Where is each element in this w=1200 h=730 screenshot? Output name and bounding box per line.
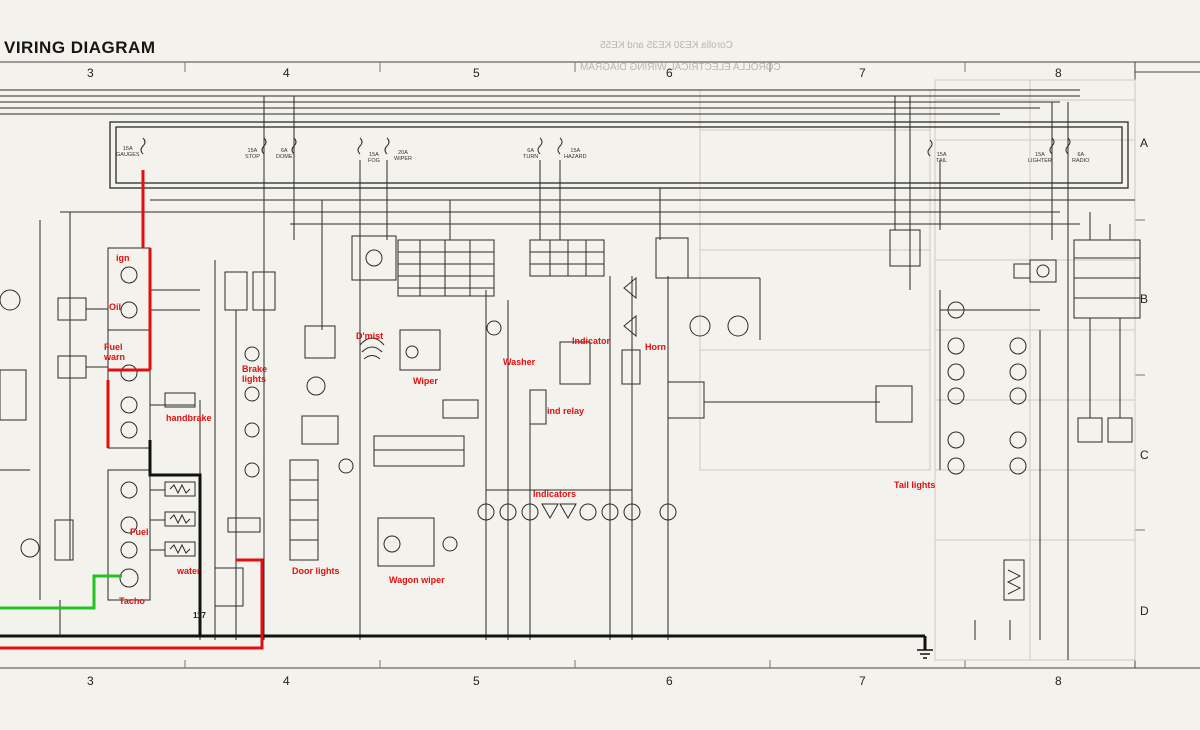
bleedthrough-text-2: COROLLA ELECTRICAL WIRING DIAGRAM xyxy=(580,62,781,73)
column-marker-bottom-8: 8 xyxy=(1055,674,1062,688)
column-marker-top-7: 7 xyxy=(859,66,866,80)
label-wagon-wiper: Wagon wiper xyxy=(389,575,445,585)
label-water: water xyxy=(177,566,201,576)
fuse-amp: 6A xyxy=(1077,152,1085,158)
fuse-amp: 15A xyxy=(247,148,258,154)
column-marker-top-5: 5 xyxy=(473,66,480,80)
component-number-117: 117 xyxy=(193,611,206,620)
label-ign: ign xyxy=(116,253,130,263)
row-marker-d: D xyxy=(1140,604,1149,618)
fuse-amp: 15A xyxy=(1035,152,1045,158)
label-handbrake: handbrake xyxy=(166,413,212,423)
row-marker-a: A xyxy=(1140,136,1149,150)
column-marker-bottom-4: 4 xyxy=(283,674,290,688)
fuse-amp: 6A xyxy=(527,148,534,154)
label-wiper: Wiper xyxy=(413,376,438,386)
label-fuel: Fuel xyxy=(130,527,149,537)
fuse-amp: 15A xyxy=(369,152,379,158)
label-tail-lights: Tail lights xyxy=(894,480,936,490)
label-indicator: Indicator xyxy=(572,336,611,346)
fuse-amp: 15A xyxy=(570,148,581,154)
label-brake-lights: Brake lights xyxy=(242,364,268,384)
fuse-name: STOP xyxy=(245,154,260,160)
label-washer: Washer xyxy=(503,357,536,367)
column-marker-bottom-6: 6 xyxy=(666,674,673,688)
fuse-amp: 20A xyxy=(398,150,408,156)
label-indicators: Indicators xyxy=(533,489,577,499)
column-marker-top-8: 8 xyxy=(1055,66,1062,80)
fuse-name: TAIL xyxy=(936,158,948,164)
column-marker-bottom-3: 3 xyxy=(87,674,94,688)
fuse-name: HAZARD xyxy=(564,154,587,160)
fuse-name: LIGHTER xyxy=(1028,158,1052,164)
fuse-name: TURN xyxy=(523,154,539,160)
column-marker-top-4: 4 xyxy=(283,66,290,80)
fuse-amp: 15A xyxy=(122,146,133,152)
row-marker-c: C xyxy=(1140,448,1149,462)
fuse-name: FOG xyxy=(368,158,380,164)
column-marker-bottom-7: 7 xyxy=(859,674,866,688)
column-marker-bottom-5: 5 xyxy=(473,674,480,688)
label-ind-relay: ind relay xyxy=(547,406,585,416)
label-door-lights: Door lights xyxy=(292,566,340,576)
label-horn: Horn xyxy=(645,342,666,352)
fuse-name: WIPER xyxy=(394,156,413,162)
bleedthrough-text-1: Corolla KE30 KE35 and KE55 xyxy=(600,40,733,51)
fuse-amp: 15A xyxy=(936,152,947,158)
column-marker-top-6: 6 xyxy=(666,66,673,80)
fuse-name: GAUGES xyxy=(116,152,140,158)
page-title: VIRING DIAGRAM xyxy=(4,38,156,57)
fuse-name: RADIO xyxy=(1072,158,1090,164)
label-dmist: D'mist xyxy=(356,331,384,341)
label-tacho: Tacho xyxy=(119,596,145,606)
fuse-amp: 6A xyxy=(280,148,288,154)
label-oil: Oil xyxy=(109,302,122,312)
row-marker-b: B xyxy=(1140,292,1149,306)
label-fuel-warn: Fuel warn xyxy=(104,342,126,362)
column-marker-top-3: 3 xyxy=(87,66,94,80)
fuse-name: DOME xyxy=(276,154,293,160)
